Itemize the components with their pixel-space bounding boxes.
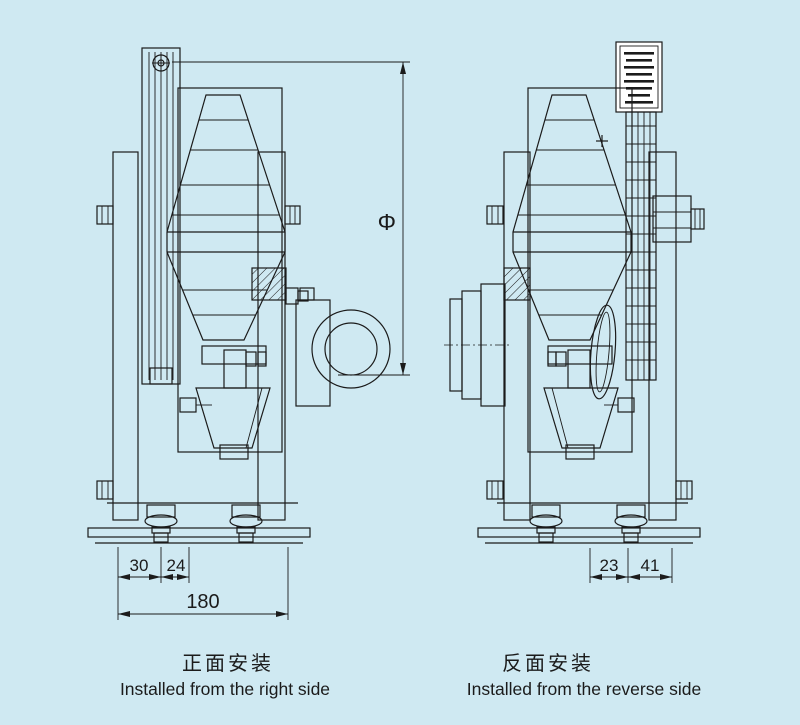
left-view [87, 47, 391, 544]
right-axle-housing [652, 195, 705, 243]
right-plate-bolts [486, 205, 693, 500]
dim-23: 23 [600, 556, 619, 575]
right-caption-en: Installed from the reverse side [467, 679, 701, 699]
captions: 正面安装 Installed from the right side 反面安装 … [120, 652, 701, 699]
right-hatch-block [503, 267, 531, 301]
left-trolley-wheels [107, 502, 298, 543]
phi-label: Φ [378, 209, 396, 235]
dim-24: 24 [167, 556, 186, 575]
phi-dimension: Φ [172, 61, 410, 376]
left-caption-zh: 正面安装 [182, 652, 274, 675]
left-hatch-block [251, 267, 287, 301]
left-caption-en: Installed from the right side [120, 679, 330, 699]
dim-180: 180 [186, 591, 219, 613]
left-plate-bolts [96, 205, 301, 500]
right-view [444, 41, 705, 544]
left-dimensions: 30 24 180 [117, 547, 289, 620]
right-dimensions: 23 41 [589, 548, 673, 583]
suspension-eye-hole [324, 322, 378, 376]
right-lower-gearbox [543, 345, 635, 460]
left-rail-base [87, 527, 311, 544]
dim-30: 30 [130, 556, 149, 575]
suspension-eye-outer [311, 309, 391, 389]
brake-cylinder [444, 283, 510, 407]
right-rail-base [477, 527, 701, 544]
nameplate [615, 41, 663, 113]
left-side-bolt-small [285, 287, 309, 305]
left-suspension-eye [295, 287, 391, 407]
dim-41: 41 [641, 556, 660, 575]
left-lower-gearbox [179, 345, 271, 460]
right-caption-zh: 反面安装 [502, 652, 594, 675]
hand-lever [589, 304, 617, 400]
left-top-pin [152, 54, 170, 72]
left-guide-column [141, 47, 181, 385]
left-load-sheave [166, 94, 286, 341]
right-load-sheave [512, 94, 632, 341]
right-trolley-wheels [497, 502, 688, 543]
